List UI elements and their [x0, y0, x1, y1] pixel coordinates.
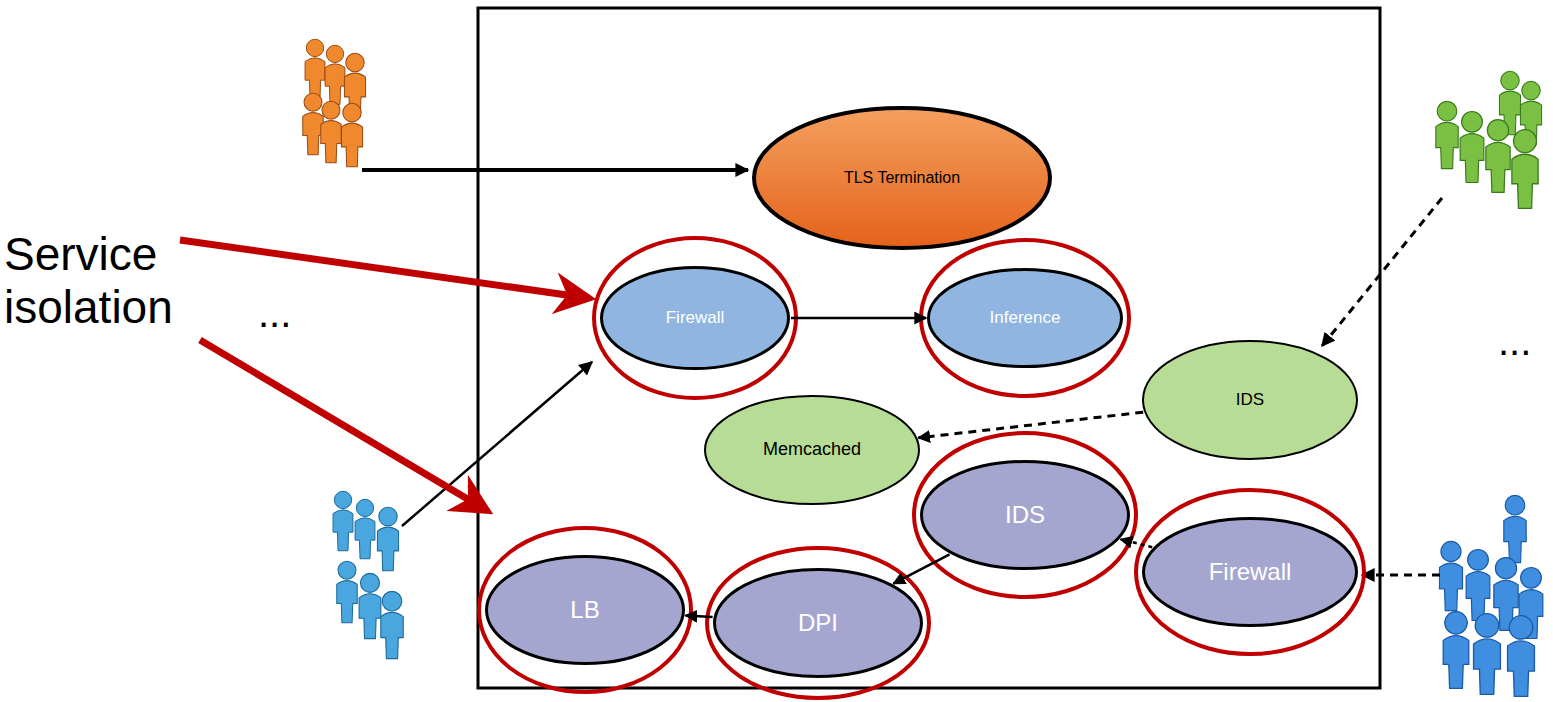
node-label: DPI: [798, 609, 838, 638]
ellipse-shape: [705, 396, 919, 504]
node-label: IDS: [1236, 390, 1264, 410]
service-ellipse: IDS: [920, 460, 1130, 570]
flow-arrow: [893, 554, 949, 583]
service-ellipse: DPI: [713, 568, 923, 678]
callout-label: Service isolation: [4, 228, 244, 334]
node-label: Firewall: [666, 308, 725, 328]
ellipse-shape: [1143, 341, 1357, 459]
ellipse-shape: [1144, 519, 1357, 626]
ellipse-shape: [487, 557, 684, 664]
user-group-orange: [303, 39, 366, 166]
service-ellipse: IDS: [1142, 340, 1358, 460]
callout-arrow: [180, 240, 588, 298]
node-label: Inference: [990, 308, 1061, 328]
node-label: TLS Termination: [844, 168, 960, 187]
ellipse-shape: [929, 270, 1122, 367]
user-group-blue-left: [333, 491, 403, 658]
flow-arrow: [791, 317, 926, 320]
ellipse-shape: [754, 108, 1050, 248]
flow-arrow: [918, 412, 1143, 438]
node-label: Firewall: [1209, 558, 1292, 587]
callout-arrow: [200, 340, 486, 510]
service-ellipse: Inference: [927, 268, 1123, 368]
node-label: Memcached: [763, 439, 861, 461]
node-label: LB: [570, 596, 599, 625]
ellipsis-label: ...: [1498, 318, 1548, 364]
service-ellipse: Firewall: [1142, 517, 1358, 627]
isolation-rings: [479, 238, 1364, 698]
ellipse-shape: [922, 462, 1129, 569]
user-group-blue-right: [1439, 495, 1542, 696]
tls-ellipse: TLS Termination: [752, 106, 1052, 250]
flow-arrow: [1121, 539, 1153, 547]
user-flow-arrow: [402, 362, 592, 526]
flow-arrow: [685, 616, 712, 618]
user-flow-arrow: [1322, 198, 1442, 346]
service-ellipse: Firewall: [600, 266, 790, 370]
ellipse-shape: [715, 570, 922, 677]
service-ellipse: LB: [485, 555, 685, 665]
user-flow-arrow: [1362, 574, 1440, 577]
node-label: IDS: [1005, 501, 1045, 530]
service-ellipse: Memcached: [704, 395, 920, 505]
user-flow-arrow: [362, 168, 748, 172]
ellipsis-label: ...: [258, 290, 318, 336]
user-group-green: [1436, 71, 1542, 208]
ellipse-shape: [602, 268, 789, 369]
server-box: [478, 8, 1380, 688]
